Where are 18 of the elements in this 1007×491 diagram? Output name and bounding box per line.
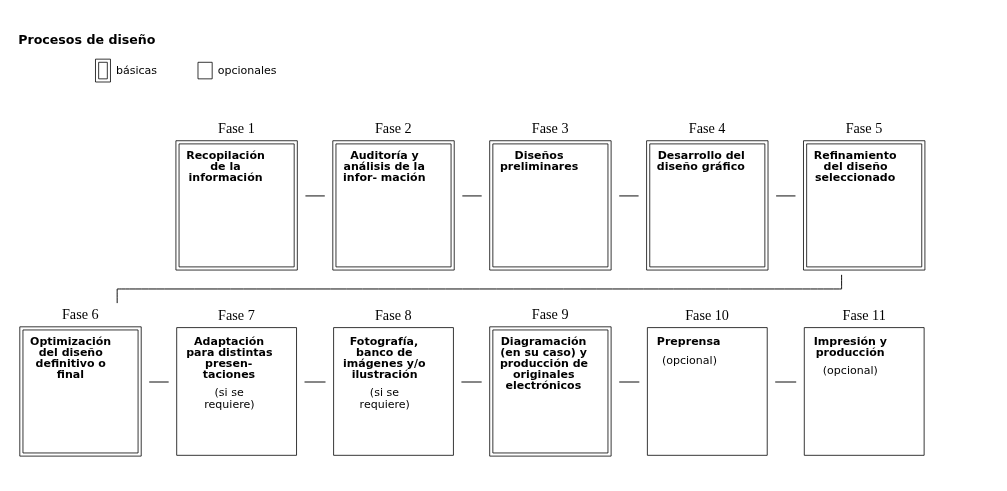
node-label: Fase 6 <box>61 305 99 322</box>
node-box: Adaptación para distintas presen- taciones (si se requiere) <box>176 326 297 456</box>
node-label: Fase 3 <box>531 119 569 136</box>
node-box: Impresión y producción (opcional) <box>803 326 925 456</box>
node-label: Fase 5 <box>845 119 883 136</box>
node-label: Fase 11 <box>842 306 886 323</box>
node-label: Fase 7 <box>218 306 255 323</box>
node-label: Fase 4 <box>688 119 726 136</box>
diagram-title: Procesos de diseño <box>18 31 156 47</box>
node-box: Preprensa (opcional) <box>647 326 768 456</box>
node-label: Fase 2 <box>374 119 412 136</box>
legend-label: opcionales <box>217 62 277 76</box>
node-label: Fase 1 <box>218 119 255 136</box>
node-box: Fotografía, banco de imágenes y/o ilustración (si se requiere) <box>333 326 454 456</box>
node-label: Fase 9 <box>531 305 569 322</box>
node-label: Fase 8 <box>374 306 412 323</box>
legend-label: básicas <box>115 62 158 76</box>
node-label: Fase 10 <box>685 306 729 323</box>
